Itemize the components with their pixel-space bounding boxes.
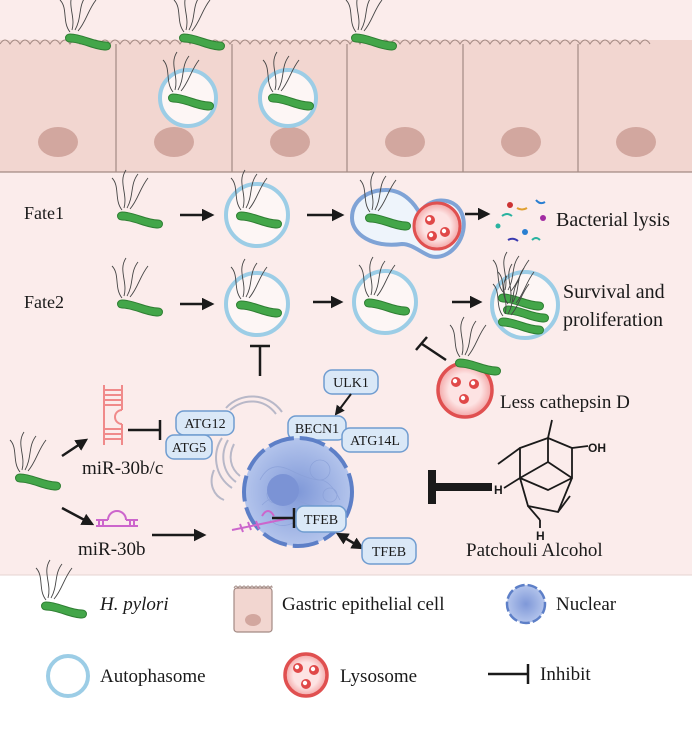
fate2-autophagosome-2 bbox=[352, 256, 418, 335]
becn1-box: BECN1 bbox=[287, 415, 347, 441]
atg12-box: ATG12 bbox=[175, 410, 235, 436]
mir30bc-hairpin-icon bbox=[103, 385, 123, 445]
autolysosome-fusion bbox=[349, 171, 466, 259]
patchouli-oh-label: OH bbox=[588, 441, 606, 455]
epithelial-cell-layer bbox=[0, 0, 692, 173]
tfeb-translocation-arrow bbox=[335, 532, 365, 550]
svg-text:TFEB: TFEB bbox=[304, 513, 338, 528]
svg-text:Nuclear: Nuclear bbox=[556, 594, 617, 615]
legend-gastric-cell: Gastric epithelial cell bbox=[233, 585, 444, 633]
fate1-label: Fate1 bbox=[24, 203, 64, 223]
mir30bc-label: miR-30b/c bbox=[82, 458, 163, 479]
tfeb-nuclear-box: TFEB bbox=[295, 505, 347, 533]
ulk1-box: ULK1 bbox=[323, 369, 379, 395]
arrow-to-mir30b bbox=[61, 506, 95, 526]
arrow-to-mir30bc bbox=[61, 438, 89, 458]
svg-text:Gastric epithelial cell: Gastric epithelial cell bbox=[282, 594, 444, 615]
svg-text:BECN1: BECN1 bbox=[295, 422, 339, 437]
patchouli-h1-label: H bbox=[494, 483, 503, 497]
svg-text:TFEB: TFEB bbox=[372, 545, 406, 560]
ulk1-to-becn1-arrow bbox=[334, 393, 352, 416]
less-cathepsin-label: Less cathepsin D bbox=[500, 392, 630, 413]
tfeb-mrna-target-icon bbox=[231, 510, 291, 533]
fate2-label: Fate2 bbox=[24, 292, 64, 312]
lysosome-legend-icon bbox=[283, 652, 329, 698]
mir30bc-inhibit-arrow bbox=[128, 420, 162, 440]
patchouli-alcohol-structure bbox=[497, 419, 589, 528]
legend-lysosome: Lysosome bbox=[283, 652, 417, 698]
patchouli-h2-label: H bbox=[536, 529, 545, 543]
fate2-outcome-line2: proliferation bbox=[563, 309, 663, 331]
svg-text:ATG5: ATG5 bbox=[172, 441, 206, 456]
fate2-outcome-line1: Survival and bbox=[563, 281, 665, 303]
proliferating-bacteria-icon bbox=[490, 251, 560, 340]
svg-text:Inhibit: Inhibit bbox=[540, 664, 591, 685]
svg-text:ULK1: ULK1 bbox=[333, 376, 369, 391]
legend-autophagosome: Autophasome bbox=[46, 654, 206, 698]
mir30b-hairpin-icon bbox=[96, 510, 138, 527]
fate1-autophagosome bbox=[224, 169, 290, 248]
svg-text:ATG12: ATG12 bbox=[184, 417, 225, 432]
bacterial-fragments-icon bbox=[495, 199, 546, 242]
gastric-cell-legend-icon bbox=[233, 585, 273, 633]
svg-text:ATG14L: ATG14L bbox=[350, 434, 400, 449]
svg-text:Lysosome: Lysosome bbox=[340, 666, 417, 687]
fate1-outcome: Bacterial lysis bbox=[556, 209, 670, 231]
lysosome-inhibit-arrow bbox=[415, 336, 447, 362]
less-cathepsin-lysosome bbox=[436, 316, 501, 419]
legend: H. pylori Gastric epithelial cell Nuclea… bbox=[35, 559, 617, 698]
tfeb-cytoplasm-box: TFEB bbox=[361, 537, 417, 565]
patchouli-alcohol-label: Patchouli Alcohol bbox=[466, 540, 603, 561]
patchouli-inhibit-arrow bbox=[428, 470, 492, 504]
phagophore-membranes bbox=[210, 395, 283, 501]
atg14l-box: ATG14L bbox=[341, 427, 409, 453]
svg-text:Autophasome: Autophasome bbox=[100, 666, 206, 687]
mir30b-label: miR-30b bbox=[78, 539, 146, 560]
autophagy-inhibit-arrow bbox=[250, 344, 270, 376]
nucleus-legend-icon bbox=[505, 583, 547, 625]
inhibit-legend-icon bbox=[488, 664, 530, 684]
autophagosome-legend-icon bbox=[46, 654, 90, 698]
fate2-autophagosome-1 bbox=[224, 258, 290, 337]
mir30b-tfeb-inhibit bbox=[272, 508, 296, 528]
svg-text:H. pylori: H. pylori bbox=[99, 594, 169, 615]
legend-nuclear: Nuclear bbox=[505, 583, 617, 625]
atg5-box: ATG5 bbox=[165, 434, 213, 460]
legend-hpylori: H. pylori bbox=[35, 559, 169, 619]
legend-background bbox=[0, 575, 692, 729]
legend-inhibit: Inhibit bbox=[488, 664, 591, 685]
